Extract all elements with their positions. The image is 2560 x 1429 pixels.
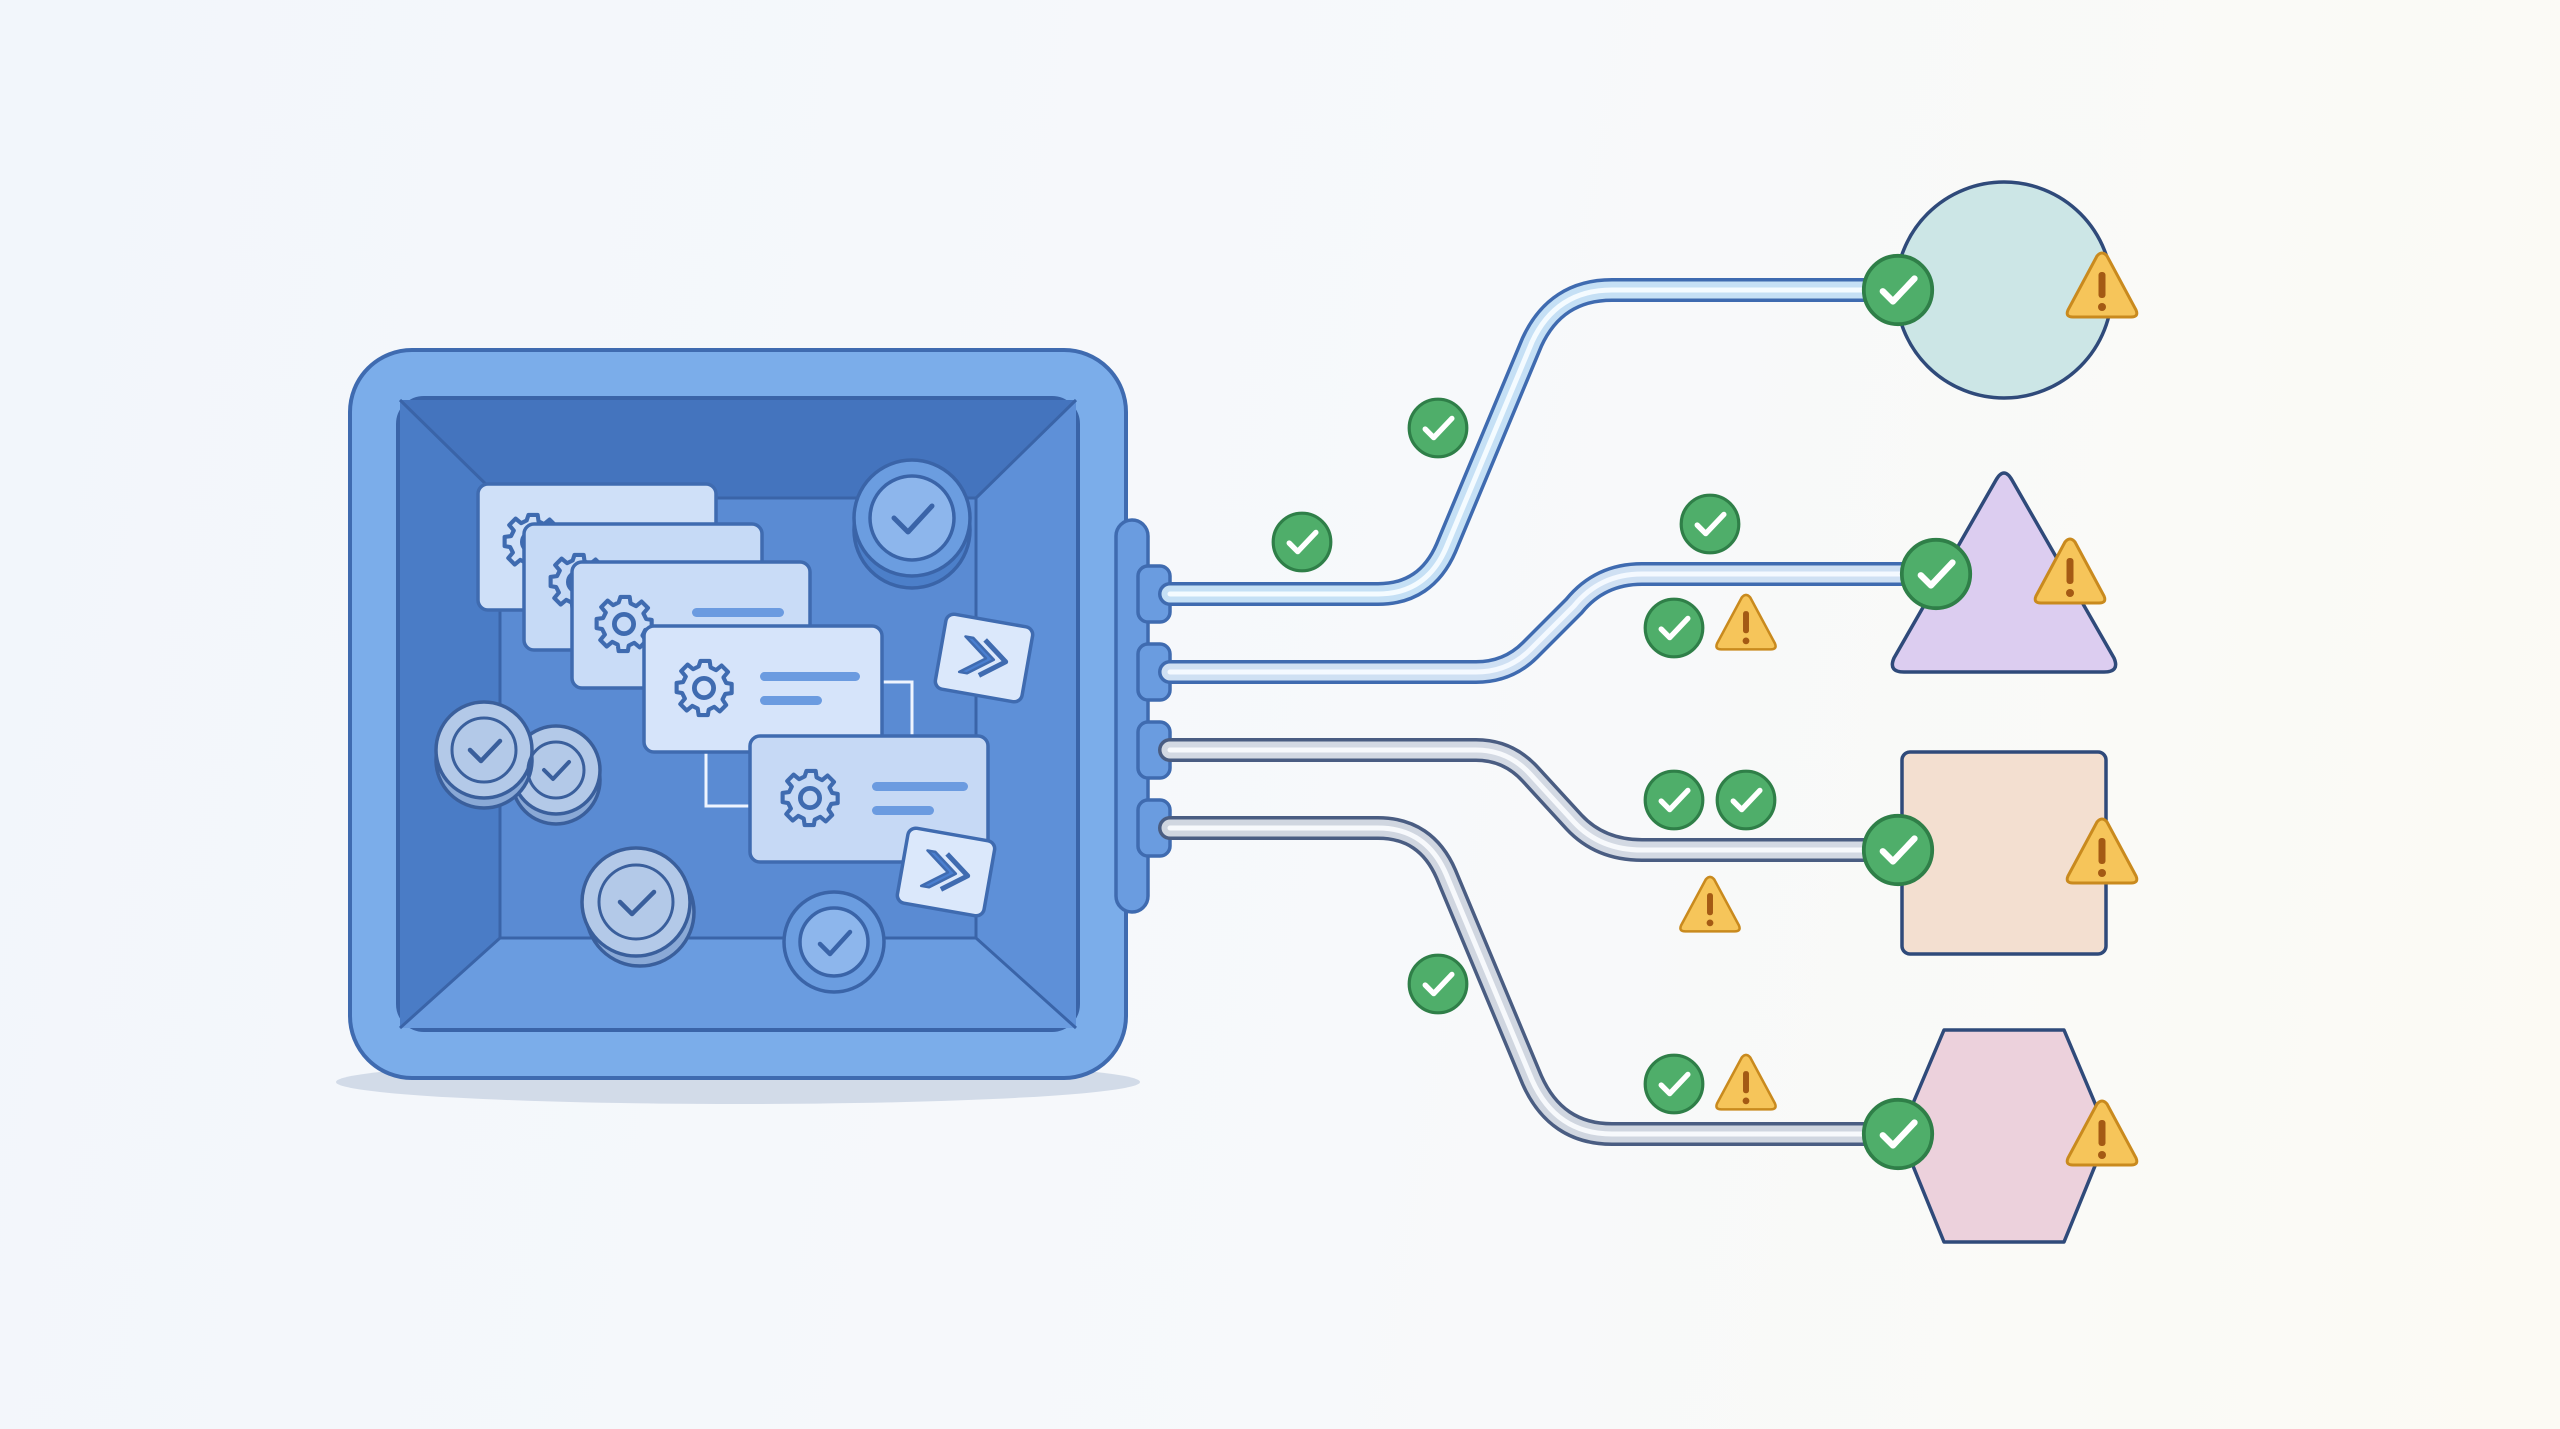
check-icon — [1409, 955, 1467, 1013]
hub-wall-bottom — [400, 938, 1076, 1028]
check-icon — [1864, 256, 1932, 324]
check-icon — [1681, 495, 1739, 553]
forward-arrow-icon — [896, 827, 996, 917]
route-to-square — [1158, 738, 1910, 862]
destinations — [1890, 180, 2118, 1244]
check-icon — [1864, 1100, 1932, 1168]
card-connector — [880, 680, 914, 740]
hub-wall-right — [976, 400, 1076, 1028]
check-marks — [1273, 256, 1970, 1168]
warning-marks — [1679, 251, 2139, 1167]
check-token — [580, 846, 696, 968]
check-token — [434, 700, 602, 826]
check-icon — [1864, 816, 1932, 884]
check-icon — [1273, 513, 1331, 571]
check-icon — [1645, 599, 1703, 657]
processing-hub — [336, 348, 1172, 1104]
forward-arrow-icon — [934, 613, 1034, 703]
route-to-triangle — [1158, 562, 1952, 684]
task-card — [642, 624, 884, 754]
check-icon — [1645, 771, 1703, 829]
check-icon — [1717, 771, 1775, 829]
card-connector — [704, 752, 752, 808]
port-strip — [1114, 518, 1172, 914]
check-token — [782, 890, 886, 994]
warning-icon — [1679, 875, 1741, 933]
route-to-circle — [1158, 278, 1910, 606]
route-to-hexagon — [1158, 816, 1910, 1146]
check-icon — [1902, 540, 1970, 608]
check-icon — [1409, 399, 1467, 457]
destination-triangle — [1890, 471, 2118, 674]
check-token — [852, 458, 972, 590]
warning-icon — [1715, 593, 1777, 651]
check-icon — [1645, 1055, 1703, 1113]
routes — [1158, 278, 1952, 1146]
warning-icon — [1715, 1053, 1777, 1111]
